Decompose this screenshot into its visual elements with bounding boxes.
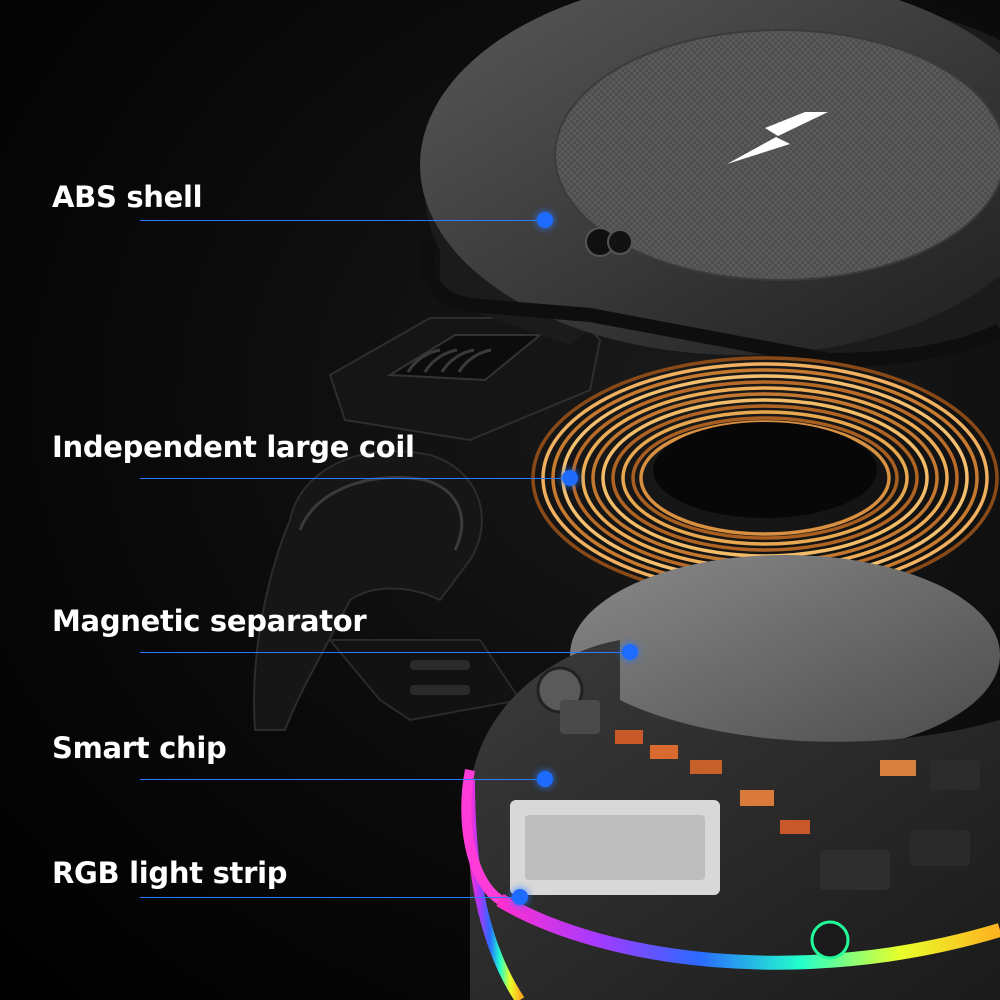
separator-part <box>570 555 1000 755</box>
leader-line-rgb-strip <box>140 897 520 898</box>
holder-arm <box>253 450 522 731</box>
leader-line-abs-shell <box>140 220 545 221</box>
marker-dot-coil <box>562 470 578 486</box>
leader-line-smart-chip <box>140 779 545 780</box>
marker-dot-separator <box>622 644 638 660</box>
leader-line-coil <box>140 478 570 479</box>
label-abs-shell: ABS shell <box>52 180 203 214</box>
label-smart-chip: Smart chip <box>52 731 227 765</box>
leader-line-separator <box>140 652 630 653</box>
label-coil: Independent large coil <box>52 430 415 464</box>
label-rgb-strip: RGB light strip <box>52 856 288 890</box>
label-separator: Magnetic separator <box>52 604 367 638</box>
vent-clip <box>328 317 602 442</box>
marker-dot-rgb-strip <box>512 889 528 905</box>
lightning-bolt-icon <box>727 112 828 164</box>
abs-shell-part <box>420 0 1000 368</box>
marker-dot-smart-chip <box>537 771 553 787</box>
marker-dot-abs-shell <box>537 212 553 228</box>
